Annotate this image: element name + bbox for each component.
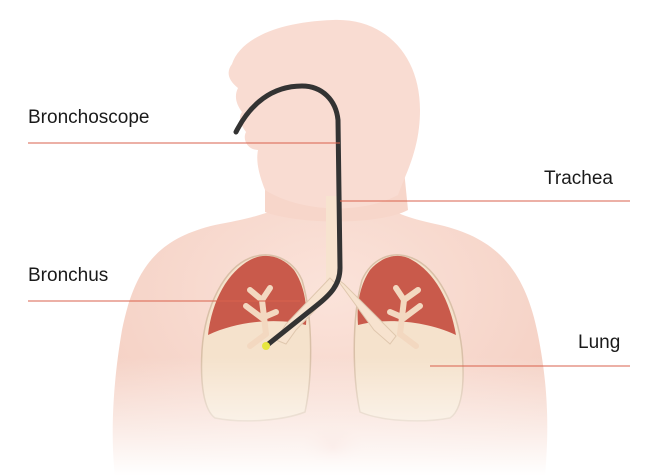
bronchus-label: Bronchus <box>28 266 108 285</box>
trachea-label: Trachea <box>544 169 613 188</box>
bronchoscope-label: Bronchoscope <box>28 108 149 127</box>
bronchoscope-tip-light <box>262 342 270 350</box>
lung-label: Lung <box>578 333 620 352</box>
